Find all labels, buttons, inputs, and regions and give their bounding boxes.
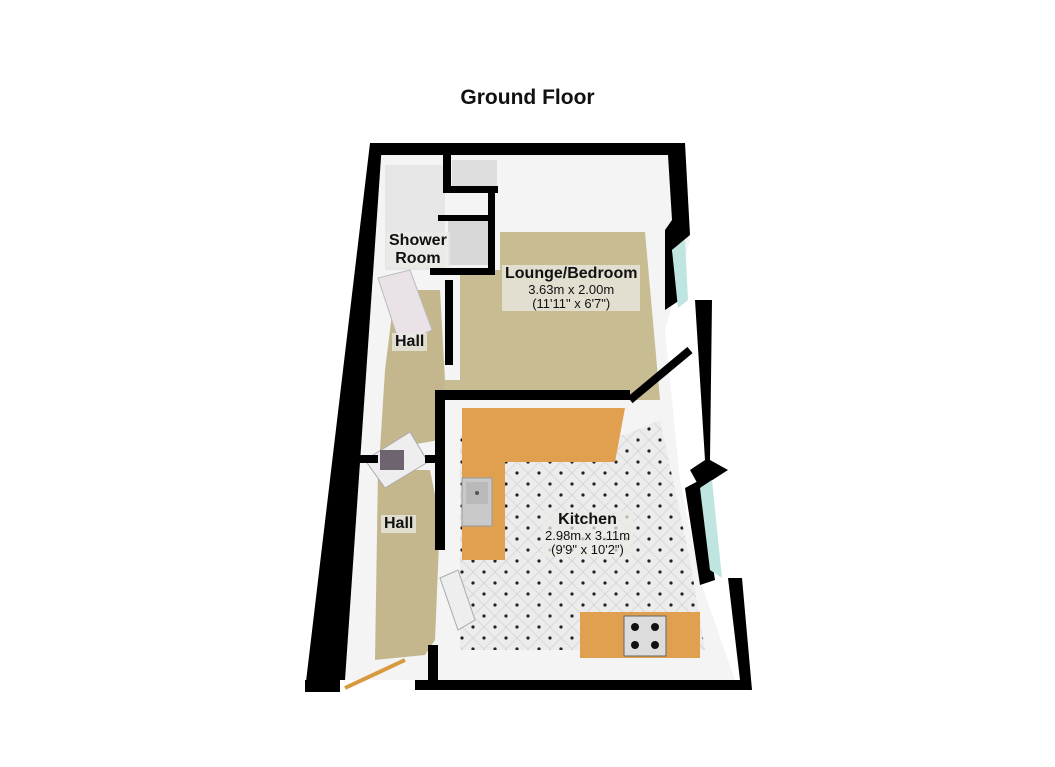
room-label-hall-upper: Hall [392,333,428,351]
room-label-lounge: Lounge/Bedroom 3.63m x 2.00m (11'11" x 6… [502,265,641,312]
sink-icon [461,477,493,527]
room-label-kitchen: Kitchen 2.98m x 3.11m (9'9" x 10'2") [542,511,634,558]
room-label-shower: Shower Room [386,232,450,268]
door-icon [344,269,476,690]
hob-icon [623,615,667,657]
window-icon [672,240,722,578]
shower-enclosure [448,220,488,265]
outer-walls [305,143,752,692]
cupboard [452,160,497,190]
floor-title: Ground Floor [460,86,595,109]
room-label-hall-lower: Hall [381,515,417,533]
hall-lower-floor [375,470,440,660]
